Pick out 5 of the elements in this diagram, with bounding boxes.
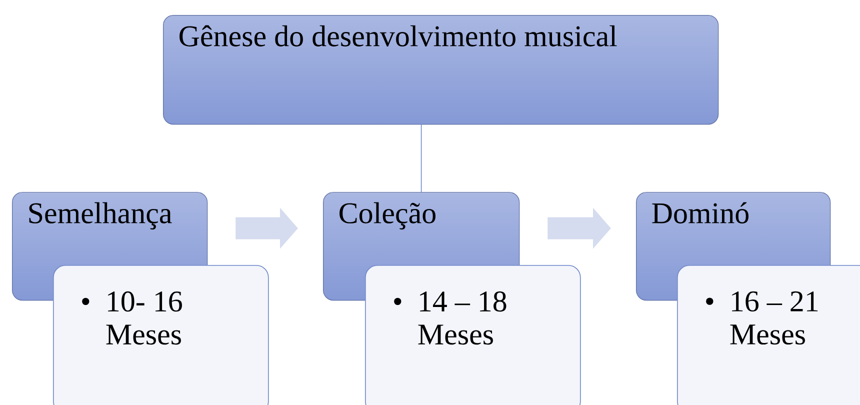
detail-card: • 14 – 18 Meses bbox=[365, 265, 581, 405]
connector-line bbox=[420, 124, 422, 192]
detail-card: • 16 – 21 Meses bbox=[677, 265, 860, 405]
title-box: Gênese do desenvolvimento musical bbox=[163, 15, 719, 125]
detail-card: • 10- 16 Meses bbox=[53, 265, 269, 405]
